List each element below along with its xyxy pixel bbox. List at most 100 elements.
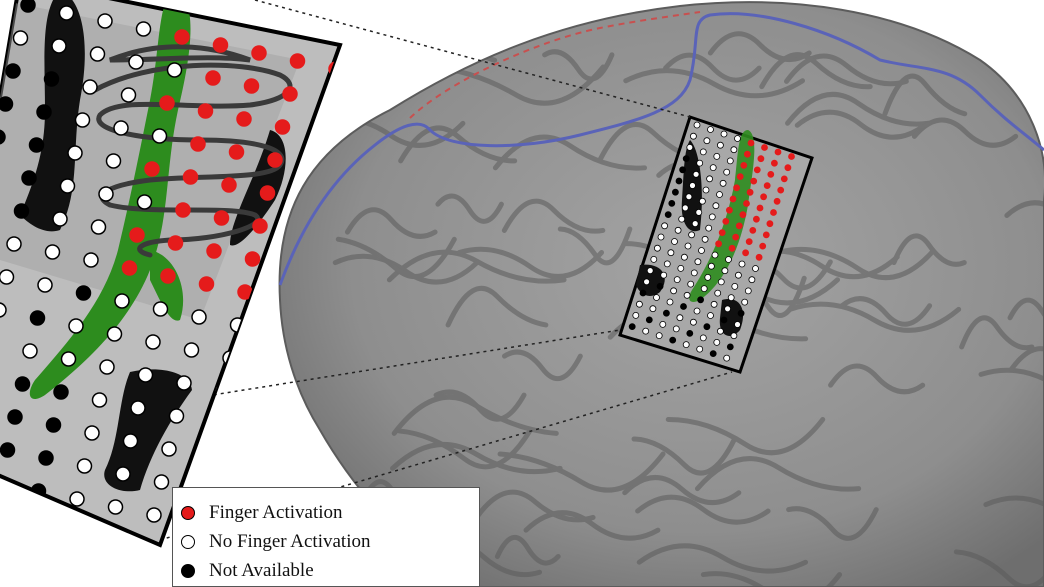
electrode-inactive — [752, 265, 759, 272]
electrode-inactive — [58, 5, 75, 21]
electrode-inactive — [74, 112, 91, 128]
electrode-active — [175, 202, 191, 218]
gyrus-fold — [780, 246, 936, 281]
dashed-arc — [409, 11, 701, 119]
electrode-unavailable — [5, 63, 21, 79]
gyrus-fold — [622, 474, 742, 506]
electrode-inactive — [691, 220, 699, 228]
electrode-inactive — [716, 191, 723, 198]
electrode-inactive — [0, 269, 15, 285]
gyrus-fold — [390, 441, 563, 475]
electrode-active — [759, 242, 767, 250]
electrode-inactive — [199, 449, 216, 465]
electrode-inactive — [724, 305, 731, 313]
electrode-inactive — [709, 164, 717, 172]
gyrus-fold — [694, 456, 862, 492]
electrode-inactive — [682, 341, 690, 349]
electrode-inactive — [84, 425, 100, 441]
electrode-inactive — [105, 153, 122, 169]
gyrus-fold — [911, 117, 1019, 148]
electrode-active — [715, 240, 722, 248]
electrode-active — [749, 226, 757, 234]
white-dot-icon — [181, 534, 195, 549]
electrode-inactive — [51, 38, 67, 54]
electrode-active — [251, 45, 267, 61]
electrode-inactive — [137, 367, 154, 383]
electrode-inactive — [0, 302, 7, 318]
electrode-active — [228, 144, 245, 160]
electrode-inactive — [738, 260, 746, 268]
electrode-inactive — [687, 280, 695, 288]
electrode-inactive — [681, 253, 688, 261]
gyrus-fold — [474, 489, 596, 523]
electrode-inactive — [151, 128, 168, 144]
electrode-unavailable — [0, 442, 16, 458]
electrode-inactive — [176, 375, 192, 391]
electrode-inactive — [37, 277, 53, 293]
electrode-active — [274, 119, 291, 135]
electrode-inactive — [654, 244, 661, 252]
gyrus-fold — [1007, 297, 1044, 328]
electrode-inactive — [719, 179, 727, 187]
electrode-inactive — [642, 327, 650, 335]
gyrus-fold — [435, 193, 504, 224]
electrode-active — [205, 70, 221, 86]
electrode-inactive — [708, 262, 715, 270]
electrode-grid-inset — [0, 0, 343, 548]
electrode-inactive — [674, 226, 682, 234]
electrode-active — [742, 249, 749, 257]
electrode-active — [755, 253, 763, 261]
electrode-inactive — [636, 300, 643, 308]
electrode-unavailable — [669, 336, 677, 344]
electrode-inactive — [685, 193, 693, 201]
electrode-inactive — [707, 312, 714, 319]
electrode-inactive — [152, 301, 169, 317]
gyrus-fold — [787, 301, 962, 333]
small-grid-green-band — [689, 130, 755, 302]
inset-green-branch — [150, 250, 184, 321]
electrode-unavailable — [29, 310, 46, 326]
electrode-unavailable — [686, 329, 694, 337]
gyrus-fold — [700, 571, 843, 587]
electrode-active — [267, 152, 283, 168]
electrode-unavailable — [679, 166, 686, 174]
electrode-active — [160, 268, 176, 284]
electrode-inactive — [161, 441, 177, 457]
electrode-inactive — [689, 182, 696, 189]
electrode-inactive — [734, 321, 741, 328]
electrode-active — [729, 195, 737, 203]
electrode-inactive — [703, 137, 711, 145]
electrode-inactive — [146, 507, 162, 523]
electrode-inactive — [657, 233, 665, 241]
electrode-inactive — [710, 300, 718, 308]
electrode-active — [221, 177, 237, 193]
electrode-inactive — [701, 235, 709, 243]
electrode-unavailable — [675, 177, 683, 185]
electrode-inactive — [693, 307, 701, 315]
electrode-active — [252, 218, 268, 234]
electrode-inactive — [115, 466, 131, 482]
electrode-inactive — [744, 287, 752, 295]
gyrus-fold — [396, 428, 533, 470]
electrode-inactive — [113, 120, 129, 136]
electrode-inactive — [699, 334, 707, 342]
electrode-active — [733, 184, 740, 192]
electrode-inactive — [714, 289, 722, 297]
inset-black-region — [104, 369, 192, 492]
electrode-active — [750, 177, 758, 185]
electrode-active — [198, 276, 215, 292]
electrode-active — [144, 161, 160, 177]
electrode-active — [780, 175, 788, 183]
electrode-unavailable — [75, 285, 92, 301]
electrode-inactive — [52, 211, 68, 227]
electrode-active — [236, 111, 252, 127]
electrode-inactive — [670, 287, 677, 295]
electrode-inactive — [650, 255, 658, 263]
electrode-inactive — [238, 457, 254, 473]
electrode-unavailable — [672, 188, 679, 196]
electrode-inactive — [705, 224, 713, 232]
gyrus-fold — [839, 296, 933, 327]
electrode-inactive — [663, 260, 671, 268]
electrode-active — [744, 150, 751, 158]
electrode-unavailable — [656, 282, 664, 290]
